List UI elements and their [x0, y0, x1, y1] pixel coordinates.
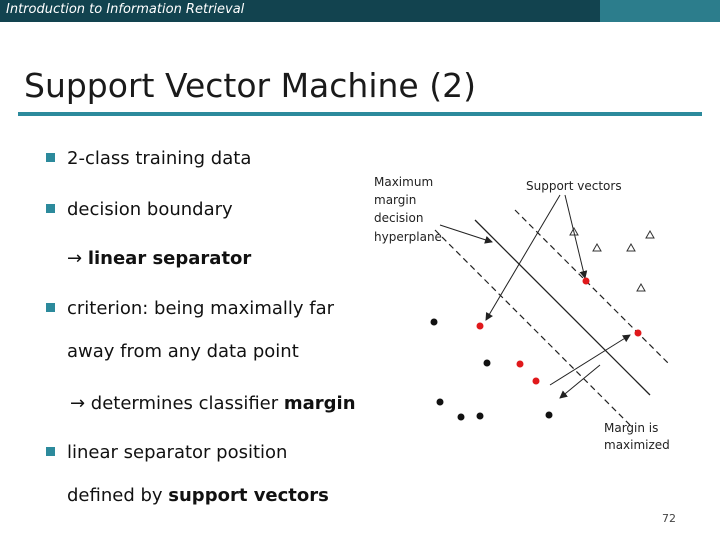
sub-determines-margin: → determines classifier margin	[70, 393, 356, 414]
svm-diagram: Maximum margin decision hyperplane Suppo…	[374, 175, 671, 452]
data-point-dot	[457, 413, 465, 421]
sub-linear-separator: → linear separator	[67, 248, 252, 269]
hyperplane-label-line-1: Maximum	[374, 175, 433, 189]
data-point-dot	[483, 359, 491, 367]
data-point-triangle	[645, 229, 655, 239]
support-vector-arrow-1	[564, 194, 588, 279]
margin-arrow-down	[559, 364, 601, 399]
header-bar: Introduction to Information Retrieval	[0, 0, 720, 22]
hyperplane-label-line-2: margin	[374, 193, 416, 207]
title-divider	[18, 112, 702, 116]
margin-label-line-2: maximized	[604, 438, 670, 452]
sub-away: away from any data point	[67, 341, 299, 362]
hyperplane-label-line-3: decision	[374, 211, 423, 225]
data-point-dot	[436, 398, 444, 406]
data-point-dot	[545, 411, 553, 419]
support-vector-point	[476, 322, 484, 330]
page-number: 72	[662, 512, 676, 525]
bullet-square-icon	[46, 153, 55, 162]
bullet-square-icon	[46, 204, 55, 213]
bullet-training-data: 2-class training data	[46, 148, 251, 169]
support-vectors-label: Support vectors	[526, 179, 622, 193]
support-vector-arrow-2	[485, 194, 561, 321]
support-vector-point	[516, 360, 524, 368]
data-point-dot	[476, 412, 484, 420]
bullet-square-icon	[46, 303, 55, 312]
data-point-triangle	[592, 242, 602, 252]
slide-title: Support Vector Machine (2)	[24, 66, 476, 105]
data-point-triangle	[636, 282, 646, 292]
bullet-decision-boundary: decision boundary	[46, 199, 233, 220]
sub-defined-by: defined by support vectors	[67, 485, 329, 506]
decision-hyperplane-line	[474, 219, 651, 396]
upper-margin-line	[514, 209, 671, 366]
data-point-dot	[430, 318, 438, 326]
lower-margin-line	[434, 229, 631, 426]
bullet-criterion: criterion: being maximally far	[46, 298, 334, 319]
bullet-square-icon	[46, 447, 55, 456]
support-vector-point	[532, 377, 540, 385]
margin-label-line-1: Margin is	[604, 421, 658, 435]
support-vector-point	[582, 277, 590, 285]
support-vector-point	[634, 329, 642, 337]
margin-arrow-up	[549, 334, 631, 386]
data-point-triangle	[569, 226, 579, 236]
data-point-triangle	[626, 242, 636, 252]
header-accent	[600, 0, 720, 22]
bullet-separator-position: linear separator position	[46, 442, 287, 463]
hyperplane-callout-arrow	[439, 224, 493, 244]
hyperplane-label-line-4: hyperplane	[374, 230, 442, 244]
course-title: Introduction to Information Retrieval	[6, 2, 245, 17]
